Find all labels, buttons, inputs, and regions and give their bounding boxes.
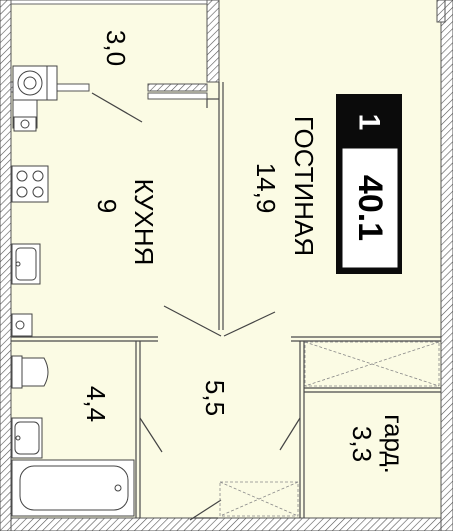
doors — [139, 305, 301, 521]
washing-machine-icon — [12, 65, 48, 101]
balcony-wall — [206, 0, 220, 83]
counter — [12, 65, 58, 132]
wardrobe-area: 3,3 — [347, 426, 377, 462]
bathroom-area: 4,4 — [81, 386, 111, 422]
entrance-door — [189, 499, 222, 521]
outer-wall-right — [440, 0, 453, 531]
bathtub-icon — [11, 459, 135, 517]
kitchen-area: 9 — [92, 199, 122, 213]
hall-area: 5,5 — [200, 380, 230, 416]
bathroom-sink-icon — [11, 313, 33, 337]
toilet-icon — [11, 355, 49, 389]
balcony-door — [91, 92, 143, 123]
stove-icon — [11, 165, 49, 203]
sink-icon — [11, 417, 43, 459]
room-count: 1 — [353, 114, 386, 131]
living-name: ГОСТИНАЯ — [289, 116, 319, 256]
balcony-glazing — [10, 0, 208, 5]
total-area: 40.1 — [351, 175, 389, 241]
wardrobe-door — [279, 417, 301, 451]
total-area-box — [341, 147, 399, 269]
wall-stub-top-right — [436, 0, 446, 23]
outer-wall-left — [0, 0, 12, 531]
wardrobe-shelving — [219, 341, 440, 517]
wardrobe-name: гард. — [379, 414, 409, 474]
apartment-badge: 1 40.1 — [336, 94, 402, 274]
interior-walls — [11, 82, 441, 519]
living-area: 14,9 — [251, 163, 281, 214]
kitchen-door — [163, 305, 222, 337]
bathroom-door — [139, 417, 163, 453]
kitchen-name: КУХНЯ — [129, 179, 159, 266]
balcony-area: 3,0 — [101, 30, 131, 66]
outer-wall-bottom — [10, 517, 442, 531]
living-door — [223, 311, 276, 337]
sink-icon — [11, 243, 41, 285]
